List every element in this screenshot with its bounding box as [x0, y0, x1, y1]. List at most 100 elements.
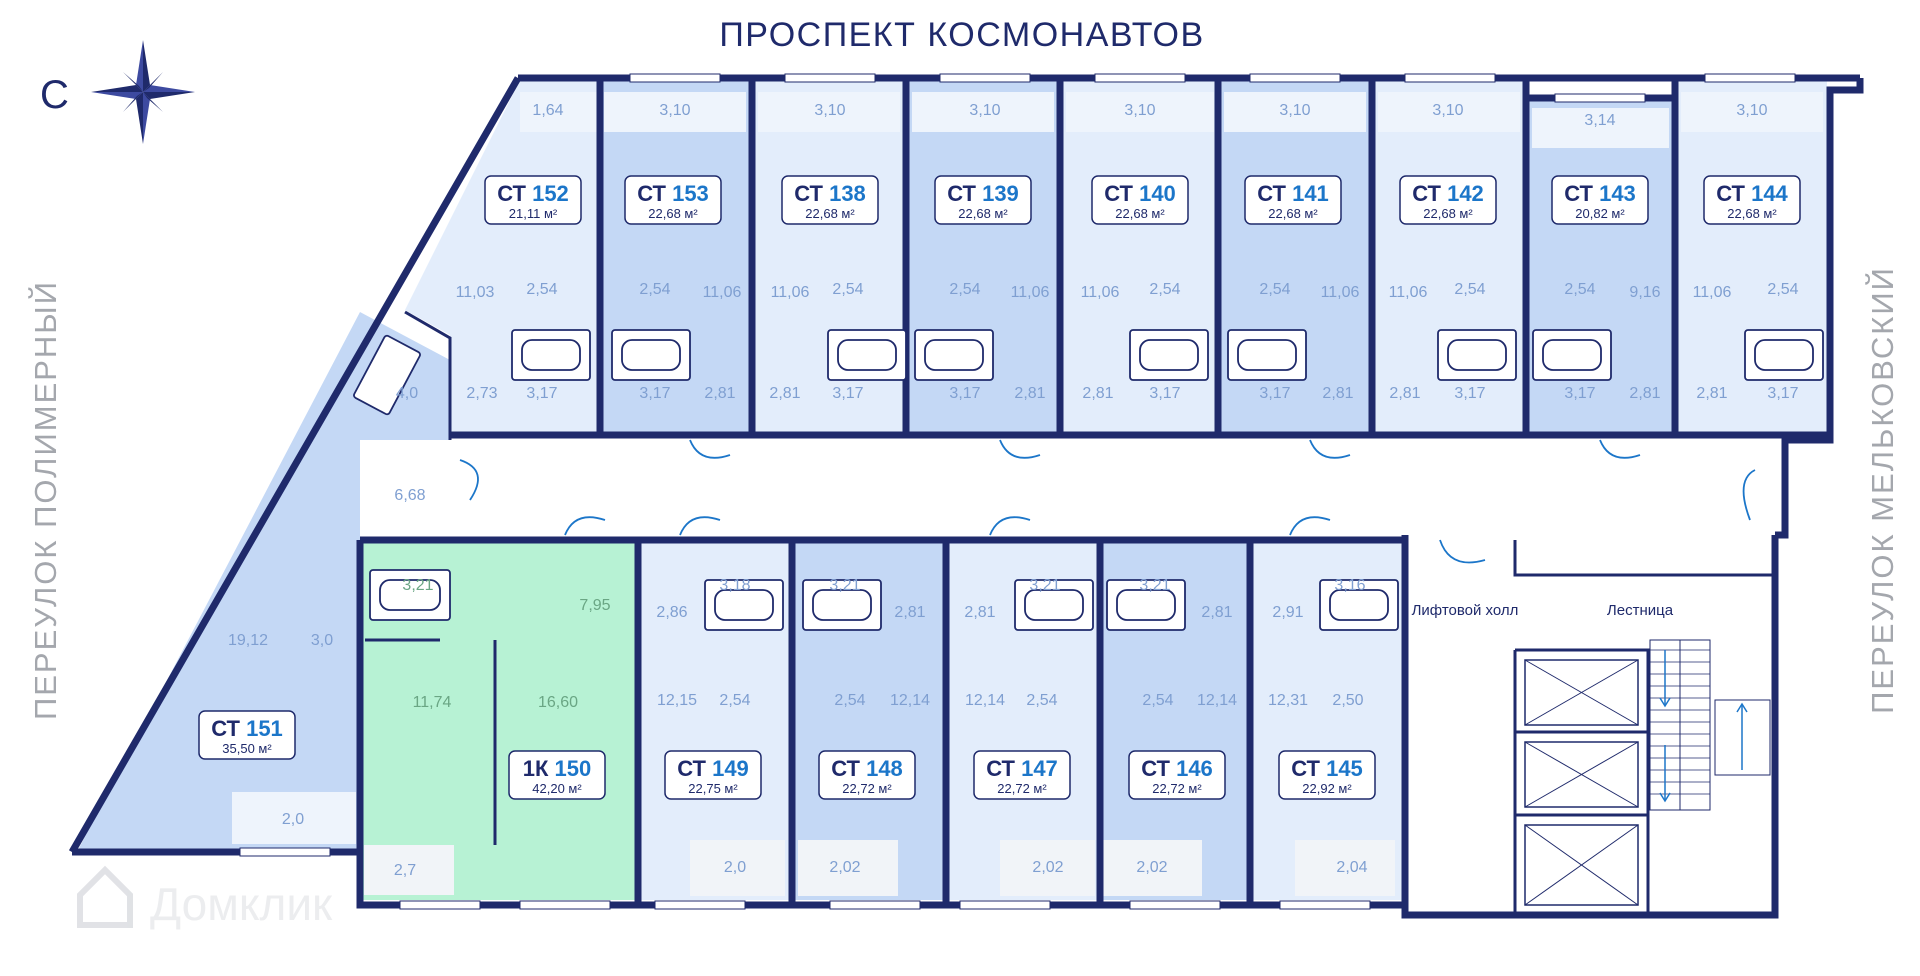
bottom-row-fixtures	[353, 334, 1399, 631]
unit-code: СТ 149	[677, 756, 749, 781]
svg-text:2,81: 2,81	[964, 604, 995, 621]
unit-badge-box	[1551, 175, 1649, 225]
svg-text:3,17: 3,17	[1149, 385, 1180, 402]
svg-text:3,10: 3,10	[969, 102, 1000, 119]
svg-text:3,17: 3,17	[1767, 385, 1798, 402]
stairs-label: Лестница	[1607, 602, 1674, 619]
compass-rose-icon	[91, 40, 195, 144]
door-swings	[459, 439, 1756, 564]
svg-text:11,06: 11,06	[771, 284, 810, 301]
svg-text:3,10: 3,10	[1124, 102, 1155, 119]
unit-area: 22,68 м²	[1727, 206, 1777, 221]
svg-text:2,54: 2,54	[639, 281, 670, 298]
watermark-text: Домклик	[150, 878, 333, 930]
svg-text:12,31: 12,31	[1268, 692, 1308, 709]
svg-text:2,54: 2,54	[1259, 281, 1290, 298]
unit-144-fill[interactable]	[1677, 80, 1827, 435]
unit-badge-box	[1703, 175, 1801, 225]
unit-142-fill[interactable]	[1374, 80, 1524, 435]
svg-text:2,81: 2,81	[1322, 385, 1353, 402]
svg-text:11,06: 11,06	[1389, 284, 1428, 301]
unit-139-fill[interactable]	[908, 80, 1058, 435]
unit-type: СТ	[1564, 181, 1599, 206]
svg-text:2,02: 2,02	[1032, 859, 1063, 876]
elevator-hall-label: Лифтовой холл	[1412, 602, 1519, 619]
unit-badge-box	[624, 175, 722, 225]
unit-badge-box	[1278, 750, 1376, 800]
unit-code: СТ 147	[986, 756, 1058, 781]
unit-138-fill[interactable]	[754, 80, 904, 435]
unit-number: 147	[1021, 756, 1058, 781]
svg-text:3,17: 3,17	[1259, 385, 1290, 402]
svg-text:3,10: 3,10	[1279, 102, 1310, 119]
unit-area: 22,72 м²	[997, 781, 1047, 796]
unit-number: 143	[1599, 181, 1636, 206]
svg-text:2,81: 2,81	[769, 385, 800, 402]
unit-badge-box	[1399, 175, 1497, 225]
room-area-labels: 1,64 11,03 2,54 3,17 2,73 3,10 11,06 2,5…	[228, 102, 1799, 879]
svg-text:3,17: 3,17	[1454, 385, 1485, 402]
domclick-watermark: Домклик	[77, 865, 333, 930]
unit-area: 22,92 м²	[1302, 781, 1352, 796]
unit-area: 22,68 м²	[958, 206, 1008, 221]
svg-text:12,15: 12,15	[657, 692, 697, 709]
svg-text:3,18: 3,18	[719, 577, 750, 594]
unit-area: 22,68 м²	[1115, 206, 1165, 221]
unit-number: 152	[532, 181, 569, 206]
unit-141-fill[interactable]	[1220, 80, 1370, 435]
svg-text:3,21: 3,21	[1139, 577, 1170, 594]
unit-code: СТ 142	[1412, 181, 1484, 206]
unit-number: 148	[866, 756, 903, 781]
unit-badge-box	[484, 175, 582, 225]
unit-area: 22,68 м²	[1423, 206, 1473, 221]
svg-text:11,06: 11,06	[1693, 284, 1732, 301]
svg-text:3,0: 3,0	[311, 632, 333, 649]
svg-text:2,54: 2,54	[834, 692, 865, 709]
unit-140-fill[interactable]	[1062, 80, 1217, 435]
unit-number: 142	[1447, 181, 1484, 206]
svg-text:2,86: 2,86	[656, 604, 687, 621]
compass-north-letter: С	[40, 73, 69, 117]
svg-text:2,54: 2,54	[1767, 281, 1798, 298]
svg-text:3,21: 3,21	[402, 577, 433, 594]
unit-area: 35,50 м²	[222, 741, 272, 756]
svg-text:11,06: 11,06	[703, 284, 742, 301]
unit-area: 22,72 м²	[842, 781, 892, 796]
unit-type: СТ	[1257, 181, 1292, 206]
core-labels: Лифтовой холл Лестница	[1412, 602, 1674, 619]
svg-text:3,17: 3,17	[832, 385, 863, 402]
unit-code: СТ 152	[497, 181, 569, 206]
unit-type: СТ	[986, 756, 1021, 781]
unit-type: СТ	[211, 716, 246, 741]
svg-text:2,54: 2,54	[1564, 281, 1595, 298]
svg-text:3,16: 3,16	[1334, 577, 1365, 594]
stairs-icon	[1649, 639, 1771, 811]
svg-text:11,74: 11,74	[413, 694, 452, 711]
svg-text:2,02: 2,02	[1136, 859, 1167, 876]
svg-text:2,81: 2,81	[894, 604, 925, 621]
unit-type: 1К	[523, 756, 555, 781]
svg-text:11,06: 11,06	[1321, 284, 1360, 301]
bottom-balconies	[232, 792, 1395, 896]
top-balconies	[520, 92, 1823, 148]
unit-number: 150	[555, 756, 592, 781]
unit-153-fill[interactable]	[600, 80, 750, 435]
unit-code: 1К 150	[523, 756, 592, 781]
